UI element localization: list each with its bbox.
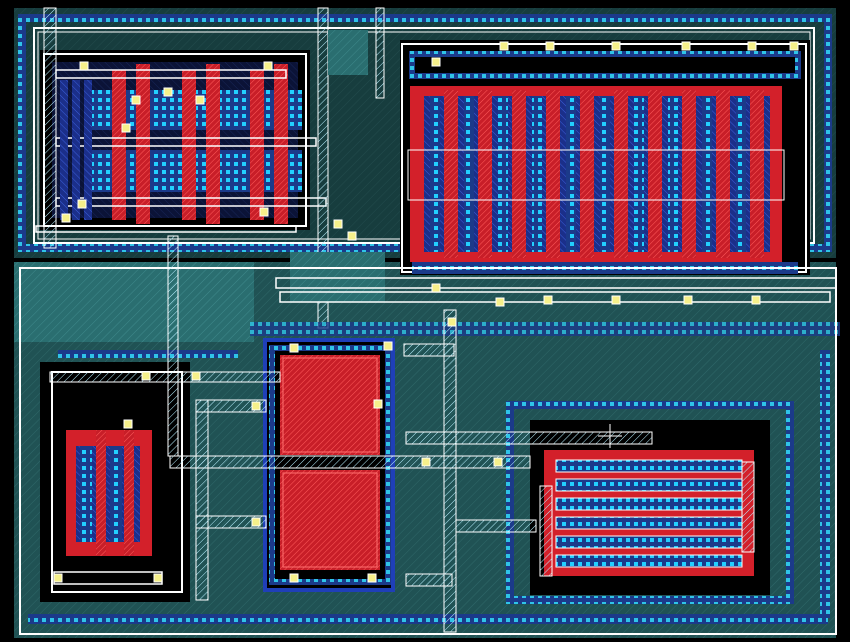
nmos-contact-column — [566, 96, 576, 252]
nmos-fingers — [430, 90, 764, 258]
via — [545, 41, 555, 51]
nmos-poly-finger — [716, 90, 730, 258]
via — [191, 371, 201, 381]
via — [251, 517, 261, 527]
via — [163, 87, 173, 97]
top-routing — [35, 7, 840, 336]
via — [611, 295, 621, 305]
nmos-poly-finger — [750, 90, 764, 258]
nmos-contact-column — [702, 96, 712, 252]
via — [493, 457, 503, 467]
via — [61, 213, 71, 223]
via — [289, 343, 299, 353]
resistor-array-bottom-right[interactable] — [506, 401, 794, 604]
cursor-crosshair — [598, 424, 622, 448]
nmos-contact-column — [430, 96, 440, 252]
via — [421, 457, 431, 467]
nmos-array-top-right[interactable] — [400, 40, 810, 275]
via — [195, 95, 205, 105]
via — [789, 41, 799, 51]
via — [123, 419, 133, 429]
nmos-poly-finger — [512, 90, 526, 258]
resistor-row — [555, 516, 743, 530]
via — [495, 297, 505, 307]
via — [153, 573, 163, 583]
via — [251, 401, 261, 411]
via — [347, 231, 357, 241]
via — [289, 573, 299, 583]
bottom-guard-ring — [19, 267, 837, 635]
nmos-poly-finger — [614, 90, 628, 258]
via — [383, 341, 393, 351]
nmos-contact-column — [498, 96, 508, 252]
via — [141, 371, 151, 381]
resistor-row — [555, 535, 743, 549]
via — [121, 123, 131, 133]
via — [131, 95, 141, 105]
resistor-row — [555, 554, 743, 568]
small-transistor-bottom-left[interactable] — [40, 362, 190, 602]
nmos-poly-finger — [648, 90, 662, 258]
nmos-contact-column — [532, 96, 542, 252]
nmos-poly-finger — [478, 90, 492, 258]
nmos-contact-column — [668, 96, 678, 252]
resistor-row — [555, 497, 743, 511]
via — [611, 41, 621, 51]
via — [333, 219, 343, 229]
nmos-contact-column — [736, 96, 746, 252]
via — [681, 41, 691, 51]
resistor-row — [555, 459, 743, 473]
via — [77, 199, 87, 209]
via — [499, 41, 509, 51]
nmos-poly-finger — [682, 90, 696, 258]
via — [683, 295, 693, 305]
via — [53, 573, 63, 583]
via-layer — [53, 41, 799, 583]
via — [447, 317, 457, 327]
nmos-poly-finger — [580, 90, 594, 258]
via — [263, 61, 273, 71]
via — [431, 57, 441, 67]
via — [367, 573, 377, 583]
nmos-poly-finger — [546, 90, 560, 258]
via — [751, 295, 761, 305]
nmos-poly-finger — [444, 90, 458, 258]
via — [259, 207, 269, 217]
via — [373, 399, 383, 409]
via — [543, 295, 553, 305]
bottom-routing — [49, 235, 653, 633]
via — [431, 283, 441, 293]
nmos-contact-column — [600, 96, 610, 252]
resistor-row — [555, 478, 743, 492]
resistor-rows — [555, 459, 743, 568]
nmos-contact-column — [634, 96, 644, 252]
via — [747, 41, 757, 51]
nmos-contact-column — [464, 96, 474, 252]
via — [79, 61, 89, 71]
